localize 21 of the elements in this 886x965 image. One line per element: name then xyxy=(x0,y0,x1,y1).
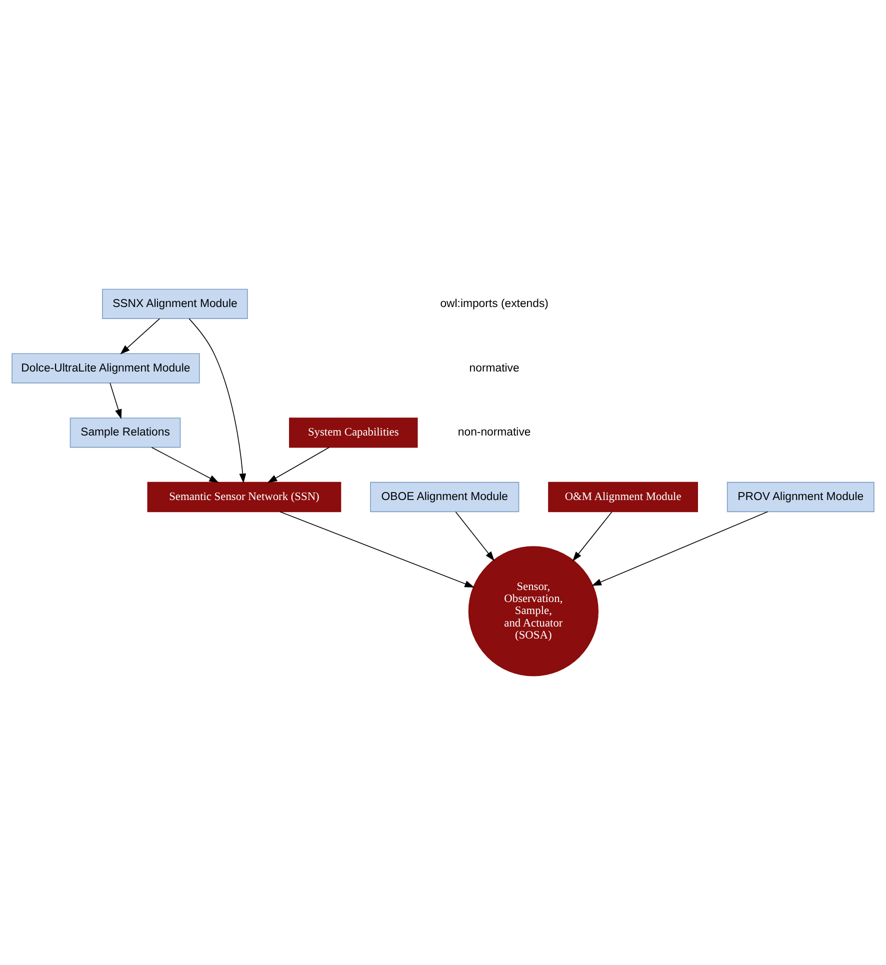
arrow xyxy=(592,511,768,586)
arrow xyxy=(120,318,160,354)
arrow xyxy=(455,511,495,562)
arrow xyxy=(151,446,219,483)
arrow xyxy=(280,511,475,588)
node-box: OBOE Alignment Module xyxy=(370,482,520,512)
node-box: SSNX Alignment Module xyxy=(102,288,248,319)
label: normative xyxy=(469,362,520,374)
node-box: System Capabilities xyxy=(289,418,418,448)
label: owl:imports (extends) xyxy=(440,298,548,310)
node-box: Sample Relations xyxy=(70,418,181,448)
node-circle: Sensor, Observation, Sample, and Actuator (SOSA) xyxy=(468,546,599,676)
arrow xyxy=(267,446,330,483)
arrow xyxy=(110,382,122,420)
arrow xyxy=(572,511,612,562)
node-box: Semantic Sensor Network (SSN) xyxy=(147,482,342,512)
node-box: PROV Alignment Module xyxy=(726,482,874,512)
label: non-normative xyxy=(458,426,531,439)
node-box: O&M Alignment Module xyxy=(548,482,698,512)
arrow xyxy=(188,318,246,484)
node-box: Dolce-UltraLite Alignment Module xyxy=(12,353,200,384)
